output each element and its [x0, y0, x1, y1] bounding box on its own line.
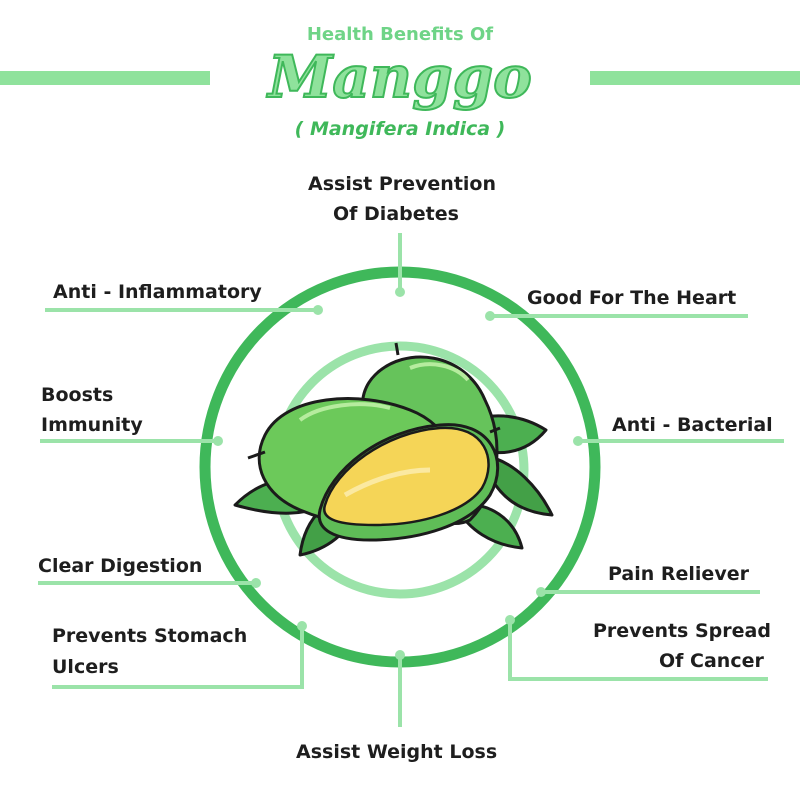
label-pain-reliever: Pain Reliever — [608, 563, 749, 585]
label-cancer-line2: Of Cancer — [659, 650, 764, 672]
label-immunity-line2: Immunity — [41, 414, 143, 436]
connector-lines — [38, 233, 784, 727]
label-diabetes-line1: Assist Prevention — [308, 173, 496, 195]
header-bar-right — [590, 71, 800, 85]
page-subtitle: ( Mangifera Indica ) — [294, 118, 506, 140]
header-kicker: Health Benefits Of — [306, 24, 494, 45]
label-digestion: Clear Digestion — [38, 555, 203, 577]
label-heart: Good For The Heart — [527, 287, 737, 309]
label-diabetes-line2: Of Diabetes — [333, 203, 459, 225]
label-ulcers-line2: Ulcers — [52, 656, 119, 678]
header-bar-left — [0, 71, 210, 85]
page-title: Manggo — [267, 42, 533, 112]
label-ulcers-line1: Prevents Stomach — [52, 625, 248, 647]
label-anti-inflammatory: Anti - Inflammatory — [53, 281, 262, 303]
label-cancer-line1: Prevents Spread — [593, 620, 771, 642]
mango-illustration — [233, 342, 554, 557]
connector-dots — [213, 287, 583, 660]
label-immunity-line1: Boosts — [41, 384, 114, 406]
label-anti-bacterial: Anti - Bacterial — [612, 414, 773, 436]
label-weight-loss: Assist Weight Loss — [296, 741, 498, 763]
